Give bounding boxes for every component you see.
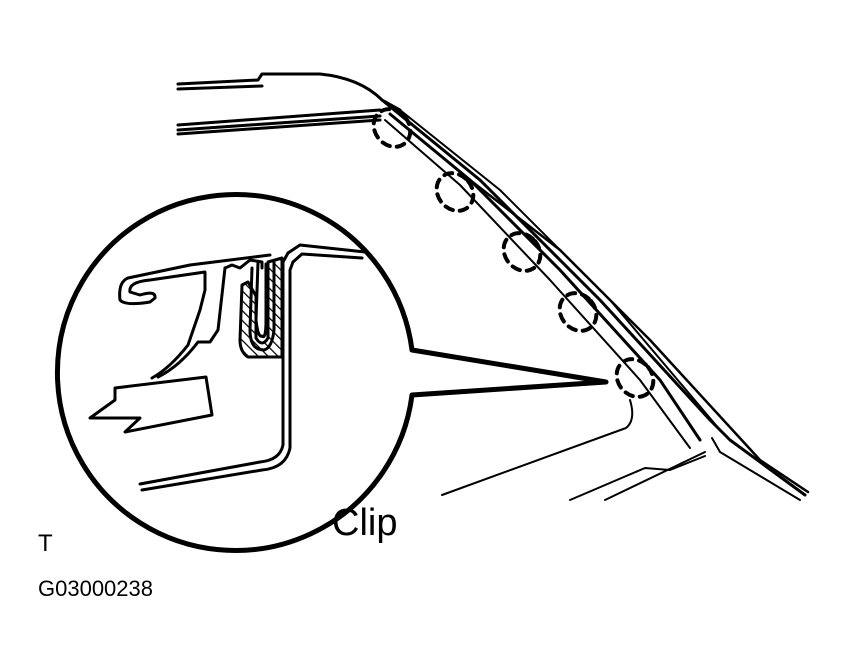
broken-panel — [88, 375, 214, 434]
clip-position-markers — [371, 107, 656, 399]
corner-marker: T — [38, 530, 53, 557]
roof-edge-lines — [176, 72, 402, 136]
cross-section-detail — [118, 243, 367, 492]
clip-marker-5 — [614, 357, 656, 399]
pillar-molding-lines — [380, 98, 810, 501]
clip-marker-3 — [501, 231, 543, 273]
clip-marker-4 — [557, 291, 599, 333]
figure-code: G03000238 — [38, 576, 153, 601]
clip-marker-2 — [434, 171, 476, 213]
clip-marker-1 — [371, 107, 413, 149]
body-lines — [441, 399, 706, 501]
hatched-seal — [238, 256, 284, 359]
callout-label-clip: Clip — [332, 502, 398, 544]
magnifier-callout — [55, 192, 609, 553]
